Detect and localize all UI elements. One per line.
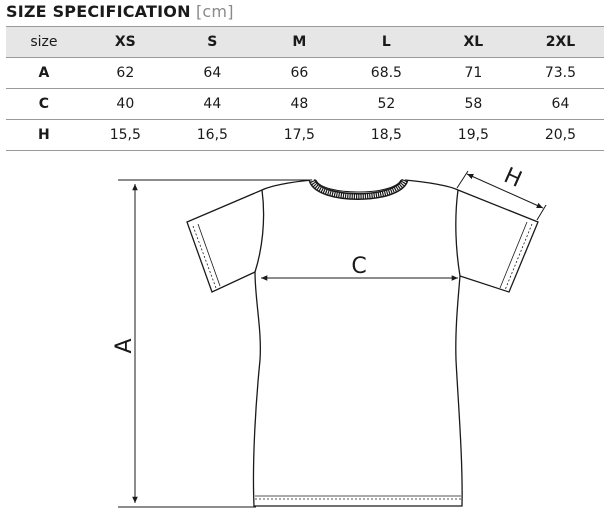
table-cell: 52 (342, 88, 430, 120)
table-cell: 16,5 (168, 119, 256, 151)
table-cell: 64 (168, 57, 256, 89)
table-cell: 73.5 (516, 57, 604, 89)
table-header-cell: S (168, 26, 256, 58)
collar (308, 178, 409, 200)
table-cell: 19,5 (429, 119, 517, 151)
title-unit: [cm] (195, 2, 234, 21)
table-header-row: size XS S M L XL 2XL (6, 26, 604, 58)
row-label: A (6, 57, 82, 89)
table-cell: 15,5 (81, 119, 169, 151)
table-cell: 58 (429, 88, 517, 120)
table-header-cell: L (342, 26, 430, 58)
table-cell: 40 (81, 88, 169, 120)
table-header-cell: 2XL (516, 26, 604, 58)
dimension-a (118, 179, 312, 508)
table-cell: 48 (255, 88, 343, 120)
table-row: H 15,5 16,5 17,5 18,5 19,5 20,5 (6, 119, 604, 151)
dimension-h-label: H (500, 163, 525, 193)
dimension-a-label: A (112, 338, 137, 353)
table-header-cell: XS (81, 26, 169, 58)
table-cell: 20,5 (516, 119, 604, 151)
table-header-cell: M (255, 26, 343, 58)
row-label: C (6, 88, 82, 120)
dimension-h (456, 170, 547, 221)
title-main: SIZE SPECIFICATION (6, 2, 191, 21)
table-cell: 62 (81, 57, 169, 89)
table-cell: 66 (255, 57, 343, 89)
page-title: SIZE SPECIFICATION [cm] (6, 2, 234, 21)
tshirt-diagram: A C H (112, 163, 547, 508)
table-cell: 64 (516, 88, 604, 120)
size-table: size XS S M L XL 2XL A 62 64 66 68.5 71 … (6, 26, 604, 151)
table-row: A 62 64 66 68.5 71 73.5 (6, 57, 604, 89)
tshirt-outline (186, 179, 539, 507)
table-header-cell: XL (429, 26, 517, 58)
table-cell: 68.5 (342, 57, 430, 89)
table-cell: 17,5 (255, 119, 343, 151)
table-cell: 44 (168, 88, 256, 120)
dimension-c-label: C (351, 254, 366, 279)
table-header-size: size (6, 26, 82, 58)
row-label: H (6, 119, 82, 151)
table-cell: 71 (429, 57, 517, 89)
table-row: C 40 44 48 52 58 64 (6, 88, 604, 120)
table-cell: 18,5 (342, 119, 430, 151)
